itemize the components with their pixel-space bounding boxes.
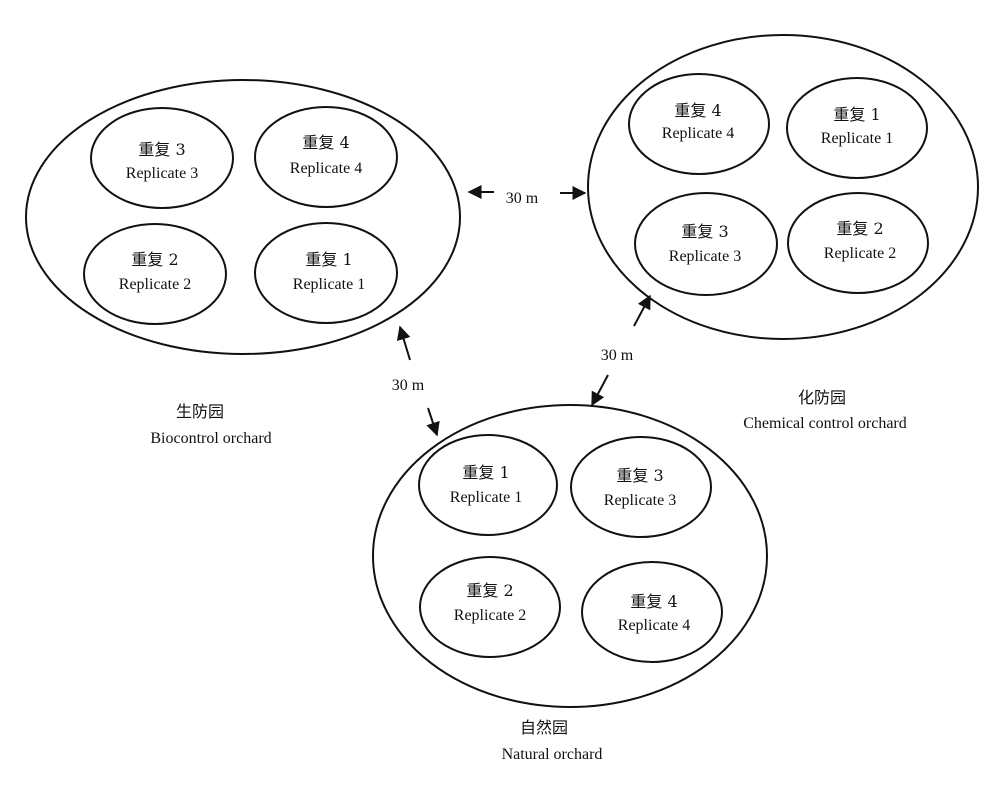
plot-biocontrol-replicate-1: 重复 1 Replicate 1	[254, 222, 398, 324]
natural-orchard: 重复 1 Replicate 1 重复 3 Replicate 3 重复 2 R…	[372, 404, 768, 763]
natural-orchard-name-en: Natural orchard	[502, 746, 603, 763]
plot-chemical-replicate-2: 重复 2 Replicate 2	[787, 192, 929, 294]
plot-label-en: Replicate 4	[618, 617, 690, 634]
plot-label-cn: 重复 4	[630, 592, 677, 611]
plot-label-en: Replicate 3	[669, 248, 741, 265]
plot-label-cn: 重复 1	[462, 463, 509, 482]
plot-chemical-replicate-3: 重复 3 Replicate 3	[634, 192, 778, 296]
plot-label-en: Replicate 4	[662, 125, 734, 142]
plot-label-en: Replicate 1	[450, 489, 522, 506]
biocontrol-orchard-boundary	[25, 79, 461, 355]
natural-orchard-name-cn: 自然园	[520, 718, 568, 737]
plot-label-cn: 重复 2	[836, 219, 883, 238]
natural-orchard-boundary	[372, 404, 768, 708]
plot-label-en: Replicate 2	[119, 276, 191, 293]
plot-label-cn: 重复 4	[302, 133, 349, 152]
plot-label-en: Replicate 4	[290, 160, 362, 177]
plot-natural-replicate-1: 重复 1 Replicate 1	[418, 434, 558, 536]
plot-label-en: Replicate 3	[126, 165, 198, 182]
biocontrol-orchard: 重复 3 Replicate 3 重复 4 Replicate 4 重复 2 R…	[25, 79, 461, 447]
biocontrol-orchard-name-en: Biocontrol orchard	[150, 430, 271, 447]
plot-chemical-replicate-4: 重复 4 Replicate 4	[628, 73, 770, 175]
arrow-down-icon	[591, 374, 609, 407]
plot-label-cn: 重复 4	[674, 101, 721, 120]
plot-label-cn: 重复 1	[833, 105, 880, 124]
distance-chem-natural: 30 m	[591, 294, 651, 407]
biocontrol-orchard-name-cn: 生防园	[176, 402, 224, 421]
plot-label-en: Replicate 3	[604, 492, 676, 509]
chemical-control-orchard: 重复 4 Replicate 4 重复 1 Replicate 1 重复 3 R…	[587, 34, 979, 432]
plot-label-cn: 重复 2	[131, 250, 178, 269]
distance-label: 30 m	[392, 377, 425, 394]
distance-bio-chem: 30 m	[467, 185, 587, 207]
plot-label-cn: 重复 1	[305, 250, 352, 269]
chemical-orchard-name-en: Chemical control orchard	[743, 415, 907, 432]
distance-label: 30 m	[506, 190, 539, 207]
plot-chemical-replicate-1: 重复 1 Replicate 1	[786, 77, 928, 179]
plot-label-en: Replicate 2	[454, 607, 526, 624]
distance-bio-natural: 30 m	[392, 325, 440, 437]
plot-biocontrol-replicate-2: 重复 2 Replicate 2	[83, 223, 227, 325]
arrow-up-icon	[396, 325, 411, 361]
plot-label-en: Replicate 1	[293, 276, 365, 293]
plot-natural-replicate-3: 重复 3 Replicate 3	[570, 436, 712, 538]
plot-biocontrol-replicate-4: 重复 4 Replicate 4	[254, 106, 398, 208]
plot-label-cn: 重复 3	[616, 466, 663, 485]
chemical-orchard-name-cn: 化防园	[798, 388, 846, 407]
plot-label-cn: 重复 3	[138, 140, 185, 159]
plot-label-en: Replicate 1	[821, 130, 893, 147]
plot-label-cn: 重复 3	[681, 222, 728, 241]
chemical-orchard-boundary	[587, 34, 979, 340]
arrow-down-icon	[426, 407, 440, 437]
plot-natural-replicate-4: 重复 4 Replicate 4	[581, 561, 723, 663]
arrow-up-icon	[633, 294, 651, 327]
plot-natural-replicate-2: 重复 2 Replicate 2	[419, 556, 561, 658]
plot-biocontrol-replicate-3: 重复 3 Replicate 3	[90, 107, 234, 209]
distance-label: 30 m	[601, 347, 634, 364]
plot-label-cn: 重复 2	[466, 581, 513, 600]
plot-label-en: Replicate 2	[824, 245, 896, 262]
